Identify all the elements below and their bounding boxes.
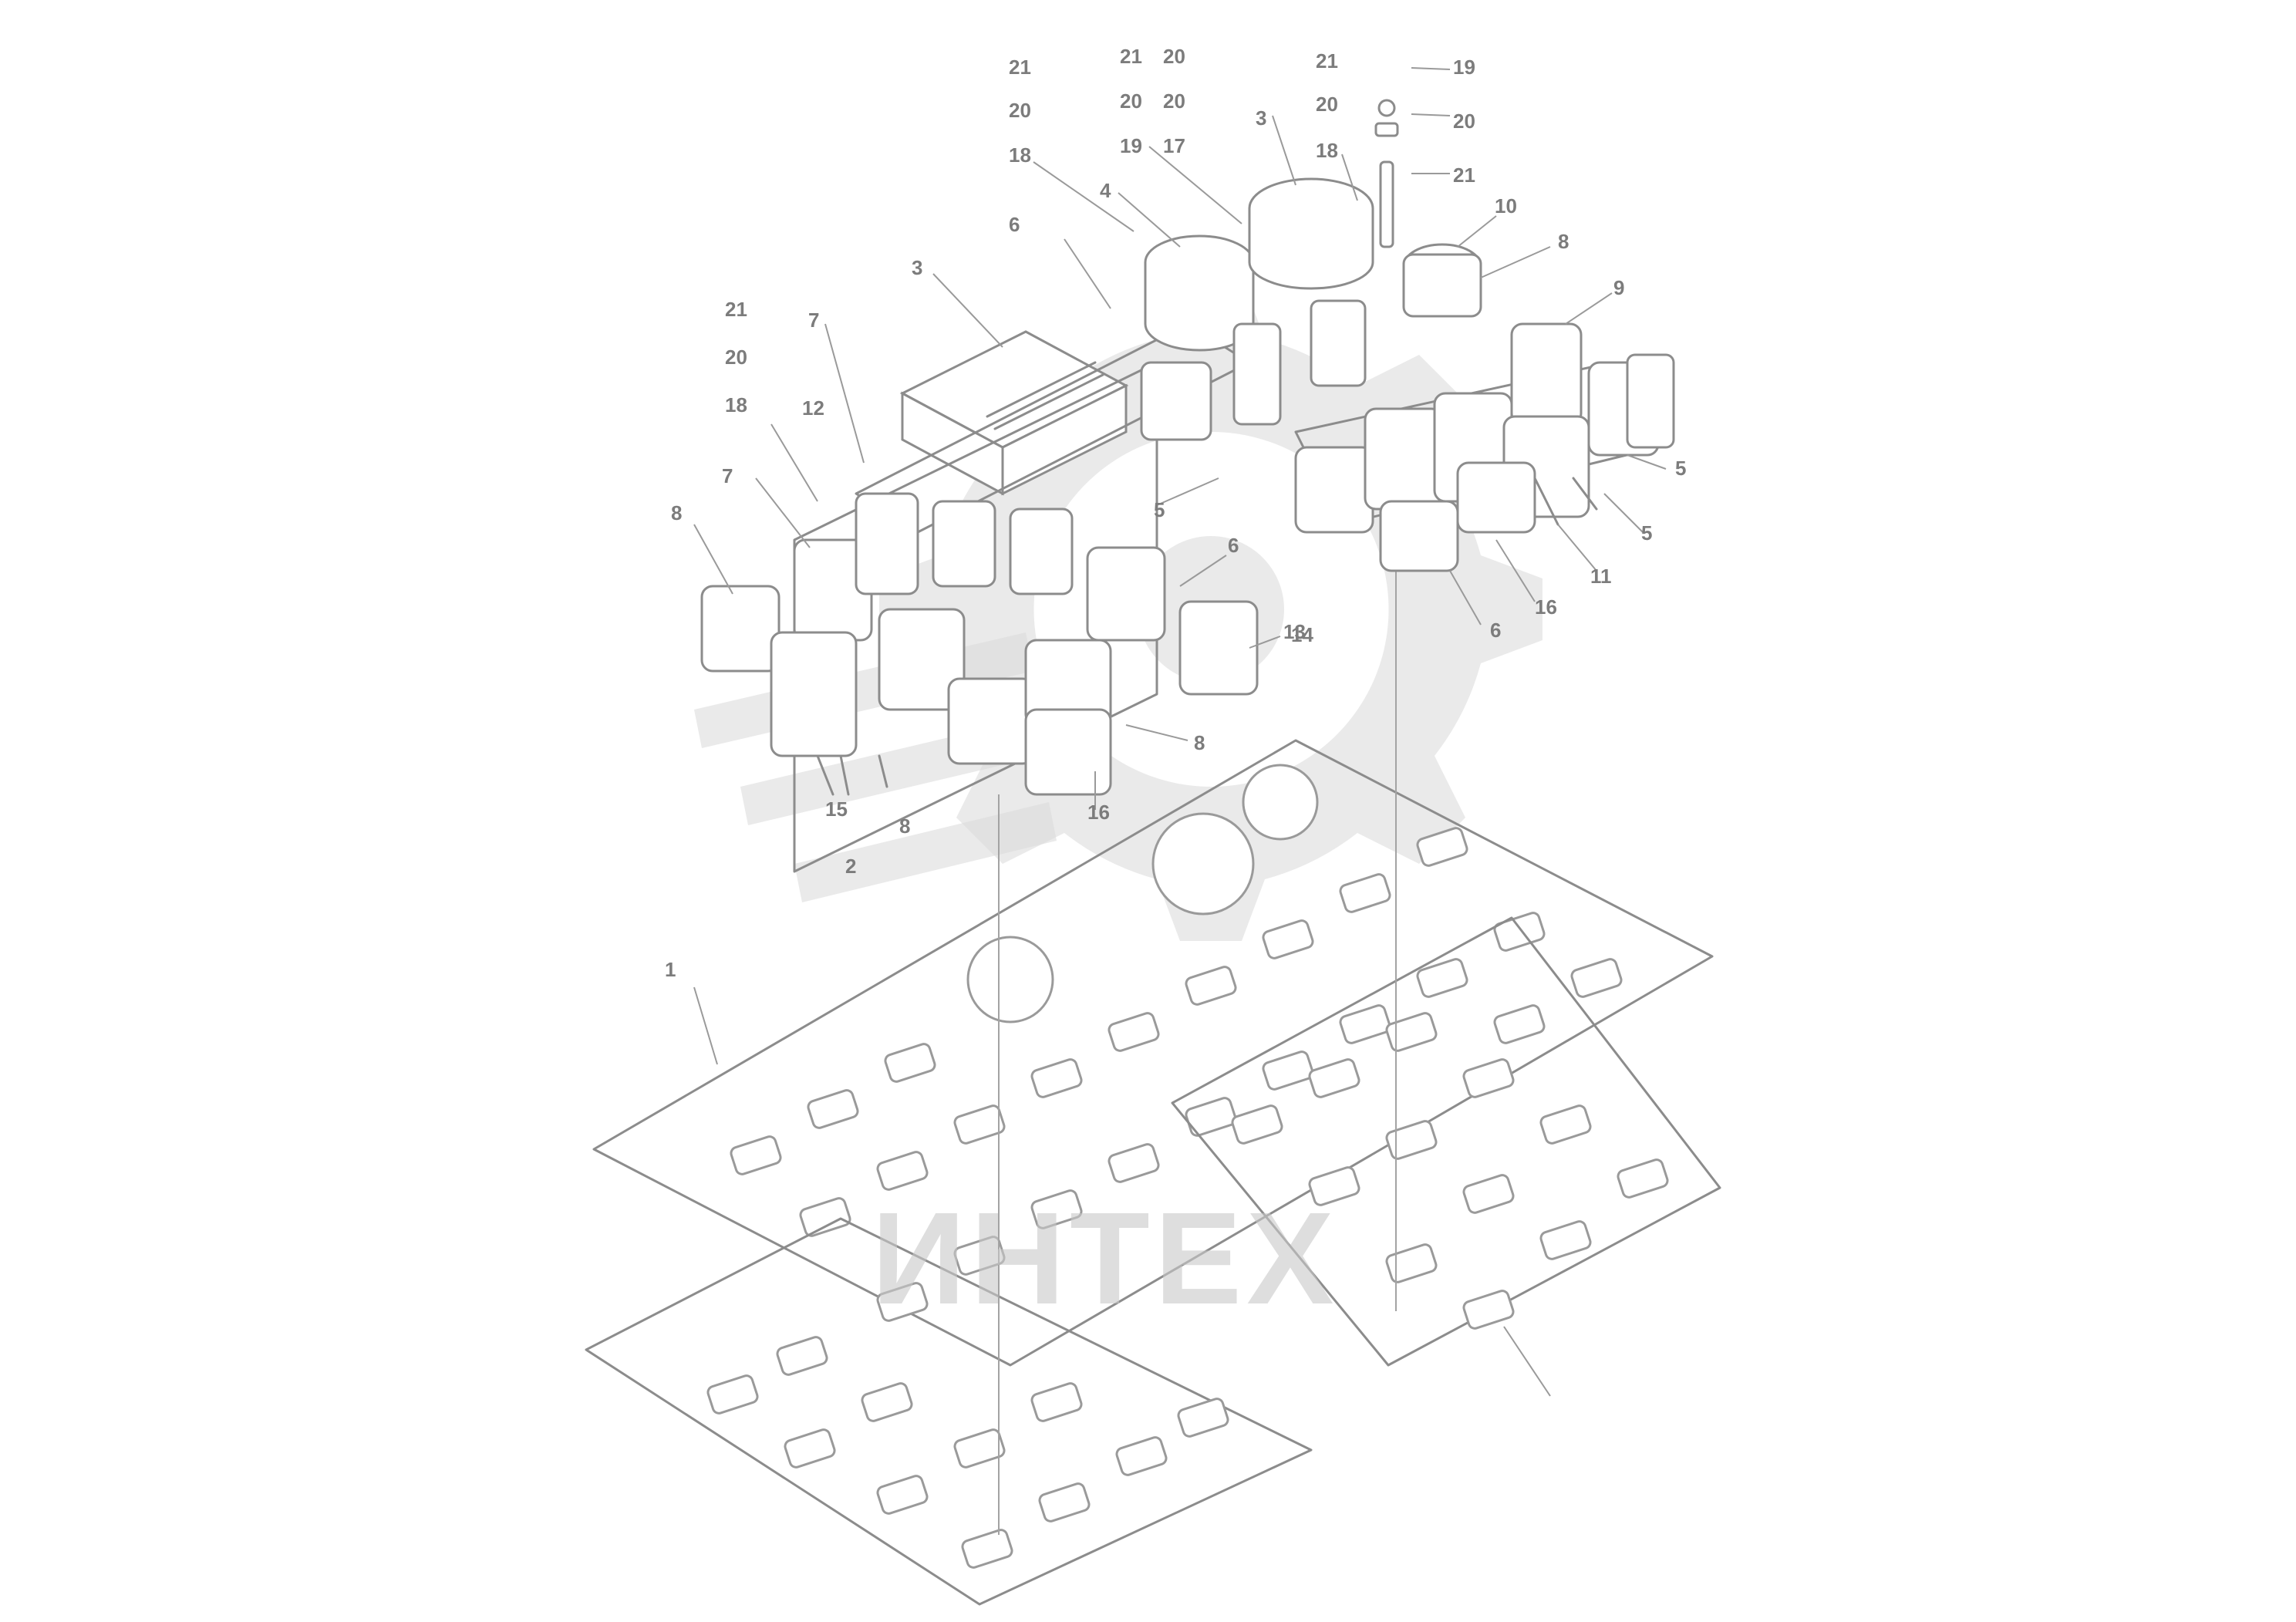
callout-label: 3 (912, 256, 922, 279)
callout-label: 20 (1163, 89, 1185, 113)
callout-label: 19 (1120, 134, 1142, 157)
callout-label: 20 (1163, 45, 1185, 68)
callout-label: 18 (725, 393, 747, 416)
callout-label: 3 (1256, 106, 1266, 130)
callout-label: 20 (725, 346, 747, 369)
callout-label: 14 (1291, 623, 1313, 646)
gasket-plate-1 (1171, 916, 1721, 1367)
callout-label: 11 (1590, 565, 1612, 588)
callout-label: 19 (1453, 56, 1475, 79)
callout-label: 18 (1009, 143, 1031, 167)
gasket-plate-2 (592, 739, 1714, 1367)
callout-label: 7 (808, 309, 819, 332)
callout-label: 20 (1120, 89, 1142, 113)
valve-components-top (1140, 99, 1482, 441)
callout-label: 13 (1283, 620, 1306, 643)
callout-label: 8 (1194, 731, 1205, 754)
callout-label: 2 (845, 855, 856, 878)
callout-label: 18 (1316, 139, 1338, 162)
gasket-plate-lower (585, 1217, 1313, 1606)
callout-label: 21 (1316, 49, 1338, 73)
callout-label: 5 (1641, 521, 1652, 545)
callout-label: 20 (1316, 93, 1338, 116)
callout-label: 1 (665, 958, 676, 981)
valve-block-right (1294, 322, 1675, 572)
valve-block-left (700, 322, 1259, 873)
callout-label: 20 (1009, 99, 1031, 122)
callout-label: 21 (1453, 164, 1475, 187)
callout-label: 16 (1087, 801, 1110, 824)
assembly-axes (998, 555, 1397, 1535)
callout-label: 6 (1228, 534, 1239, 557)
callout-label: 21 (1120, 45, 1142, 68)
callout-label: 21 (1009, 56, 1031, 79)
callout-label: 17 (1163, 134, 1185, 157)
leader-lines (693, 67, 1667, 1397)
callout-label: 15 (825, 798, 848, 821)
callout-label: 12 (802, 396, 824, 420)
callout-label: 21 (725, 298, 747, 321)
watermark-text: ИНТЕХ (872, 1185, 1339, 1332)
callout-label: 8 (1558, 230, 1569, 253)
callout-label: 20 (1453, 110, 1475, 133)
callout-label: 10 (1495, 194, 1517, 218)
callout-label: 7 (722, 464, 733, 487)
callout-label: 16 (1535, 595, 1557, 619)
callout-label: 9 (1613, 276, 1624, 299)
callout-label: 6 (1009, 213, 1020, 236)
callout-label: 6 (1490, 619, 1501, 642)
callout-label: 5 (1675, 457, 1686, 480)
callout-label: 4 (1100, 179, 1111, 202)
callout-label: 5 (1154, 498, 1165, 521)
callout-labels: 21 20 18 21 20 20 20 19 17 21 20 18 19 2… (665, 45, 1686, 981)
callout-label: 8 (899, 814, 910, 838)
callout-label: 8 (671, 501, 682, 524)
